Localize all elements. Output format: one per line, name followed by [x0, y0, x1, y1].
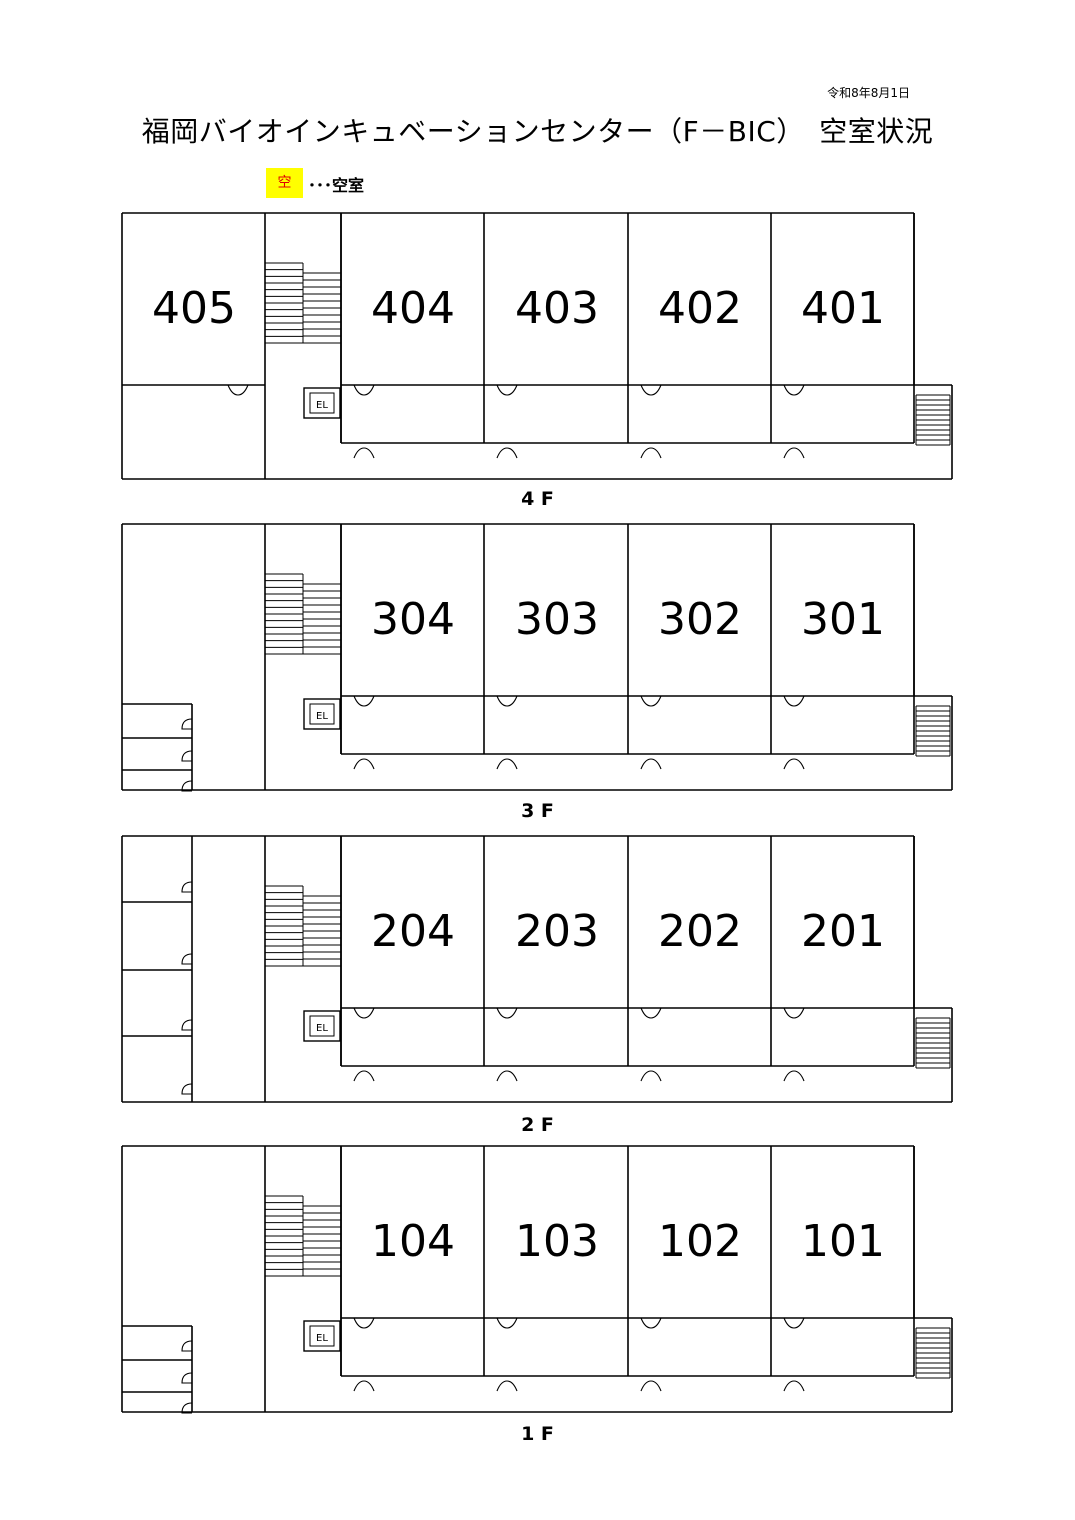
- date-label: 令和8年8月1日: [827, 86, 910, 100]
- room-number: 303: [515, 594, 599, 645]
- elevator-label: EL: [316, 711, 328, 722]
- room-number: 401: [801, 283, 885, 334]
- door-icon: [783, 447, 805, 459]
- door-icon: [640, 1380, 662, 1392]
- door-icon: [181, 953, 193, 965]
- stairs-icon: [915, 394, 951, 446]
- stairs-icon: [264, 885, 304, 967]
- elevator-label: EL: [316, 400, 328, 411]
- room-number: 404: [371, 283, 455, 334]
- door-icon: [353, 384, 375, 396]
- elevator: EL: [303, 698, 341, 730]
- stairs-icon: [264, 262, 304, 344]
- room-number: 201: [801, 906, 885, 957]
- stairs-icon: [302, 583, 342, 655]
- door-icon: [181, 780, 193, 792]
- room-number: 203: [515, 906, 599, 957]
- door-icon: [496, 384, 518, 396]
- door-icon: [783, 1070, 805, 1082]
- door-icon: [496, 695, 518, 707]
- room-number: 204: [371, 906, 455, 957]
- door-icon: [181, 750, 193, 762]
- door-icon: [353, 758, 375, 770]
- door-icon: [496, 1380, 518, 1392]
- room-number: 402: [658, 283, 742, 334]
- door-icon: [783, 695, 805, 707]
- room-number: 405: [152, 283, 236, 334]
- door-icon: [496, 1007, 518, 1019]
- room-number: 301: [801, 594, 885, 645]
- stairs-icon: [302, 895, 342, 967]
- door-icon: [640, 695, 662, 707]
- floor-2-label: 2 F: [521, 1114, 554, 1136]
- stairs-icon: [302, 1205, 342, 1277]
- door-icon: [783, 384, 805, 396]
- door-icon: [496, 758, 518, 770]
- door-icon: [640, 447, 662, 459]
- legend-vacant-text: ･･･空室: [308, 176, 365, 195]
- door-icon: [783, 1380, 805, 1392]
- elevator: EL: [303, 1010, 341, 1042]
- door-icon: [353, 1317, 375, 1329]
- door-icon: [783, 1317, 805, 1329]
- door-icon: [181, 881, 193, 893]
- door-icon: [783, 758, 805, 770]
- room-number: 101: [801, 1216, 885, 1267]
- door-icon: [181, 1083, 193, 1095]
- door-icon: [353, 1070, 375, 1082]
- door-icon: [181, 718, 193, 730]
- door-icon: [181, 1340, 193, 1352]
- stairs-icon: [915, 1327, 951, 1379]
- stairs-icon: [915, 705, 951, 757]
- door-icon: [640, 1317, 662, 1329]
- floor-4-label: 4 F: [521, 488, 554, 510]
- elevator: EL: [303, 387, 341, 419]
- elevator: EL: [303, 1320, 341, 1352]
- stairs-icon: [264, 1195, 304, 1277]
- door-icon: [353, 1007, 375, 1019]
- room-number: 102: [658, 1216, 742, 1267]
- door-icon: [353, 695, 375, 707]
- door-icon: [181, 1019, 193, 1031]
- door-icon: [496, 1070, 518, 1082]
- door-icon: [496, 1317, 518, 1329]
- door-icon: [496, 447, 518, 459]
- door-icon: [181, 1372, 193, 1384]
- legend-vacant-swatch: 空: [266, 168, 303, 198]
- elevator-label: EL: [316, 1023, 328, 1034]
- door-icon: [783, 1007, 805, 1019]
- door-icon: [227, 384, 249, 396]
- door-icon: [353, 447, 375, 459]
- stairs-icon: [915, 1017, 951, 1069]
- elevator-label: EL: [316, 1333, 328, 1344]
- door-icon: [640, 1007, 662, 1019]
- door-icon: [640, 384, 662, 396]
- room-number: 202: [658, 906, 742, 957]
- stairs-icon: [302, 272, 342, 344]
- door-icon: [181, 1402, 193, 1414]
- door-icon: [640, 1070, 662, 1082]
- room-number: 403: [515, 283, 599, 334]
- room-number: 304: [371, 594, 455, 645]
- door-icon: [640, 758, 662, 770]
- floor-3-label: 3 F: [521, 800, 554, 822]
- page-title: 福岡バイオインキュベーションセンター（F－BIC） 空室状況: [141, 115, 934, 148]
- door-icon: [353, 1380, 375, 1392]
- floor-1-label: 1 F: [521, 1423, 554, 1445]
- room-number: 103: [515, 1216, 599, 1267]
- stairs-icon: [264, 573, 304, 655]
- room-number: 104: [371, 1216, 455, 1267]
- room-number: 302: [658, 594, 742, 645]
